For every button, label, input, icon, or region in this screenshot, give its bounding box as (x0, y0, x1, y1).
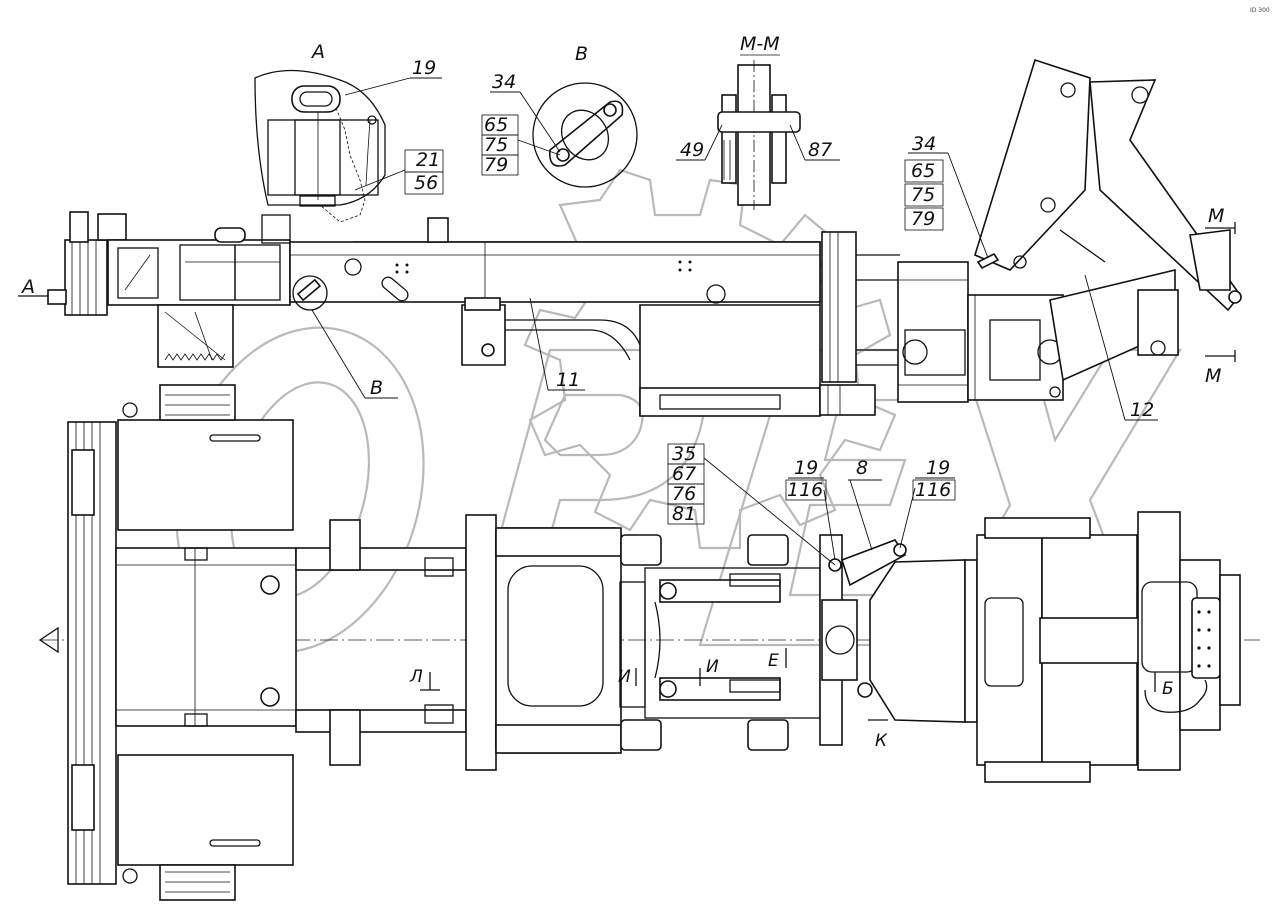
callout-b-marker: В (370, 377, 383, 399)
callout-c-116a: 116 (787, 479, 823, 501)
callout-a-19: 19 (412, 57, 436, 79)
callout-mm-87: 87 (808, 139, 832, 161)
section-k-bottom: К (875, 731, 888, 751)
view-arrow-a: А (20, 276, 35, 298)
callout-a-56: 56 (414, 172, 438, 194)
callout-b-75: 75 (484, 134, 508, 156)
section-l-left: Л (409, 667, 423, 687)
callout-c-35: 35 (672, 443, 696, 465)
callout-r-79: 79 (911, 208, 935, 230)
side-view-chassis: А (18, 58, 1242, 421)
callout-r-75: 75 (911, 184, 935, 206)
callout-p-12: 12 (1130, 399, 1154, 421)
callout-c-76: 76 (672, 483, 696, 505)
marker-m-top: М (1208, 205, 1224, 227)
callout-c-116b: 116 (915, 479, 951, 501)
view-a-title: А (310, 41, 325, 63)
view-a-detail: А 19 21 56 (254, 41, 444, 223)
callout-c-8: 8 (856, 457, 868, 479)
callout-r-34: 34 (912, 133, 936, 155)
view-b-title: В (575, 43, 588, 65)
callout-c-81: 81 (672, 503, 696, 525)
marker-m-bottom: М (1205, 365, 1221, 387)
callout-c-67: 67 (672, 463, 696, 485)
section-e-left: Е (768, 651, 779, 671)
callout-c-19b: 19 (926, 457, 950, 479)
plan-view-chassis: Л Л И И (38, 384, 1260, 901)
section-m-m: М-М 49 87 (676, 33, 840, 210)
callout-b-65: 65 (484, 114, 508, 136)
callout-b-79: 79 (484, 154, 508, 176)
view-b-cyr-label: Б (1162, 679, 1174, 699)
section-i-left: И (618, 667, 631, 687)
view-b-detail: В 34 65 75 79 (481, 43, 638, 188)
section-i-right: И (706, 657, 719, 677)
callout-a-21: 21 (416, 149, 440, 171)
section-mm-title: М-М (740, 33, 780, 55)
callout-p-11: 11 (556, 369, 580, 391)
callout-mm-49: 49 (680, 139, 704, 161)
corner-mark: ID 300 (1250, 7, 1270, 14)
callout-b-34: 34 (492, 71, 516, 93)
callout-r-65: 65 (911, 160, 935, 182)
callout-c-19a: 19 (794, 457, 818, 479)
